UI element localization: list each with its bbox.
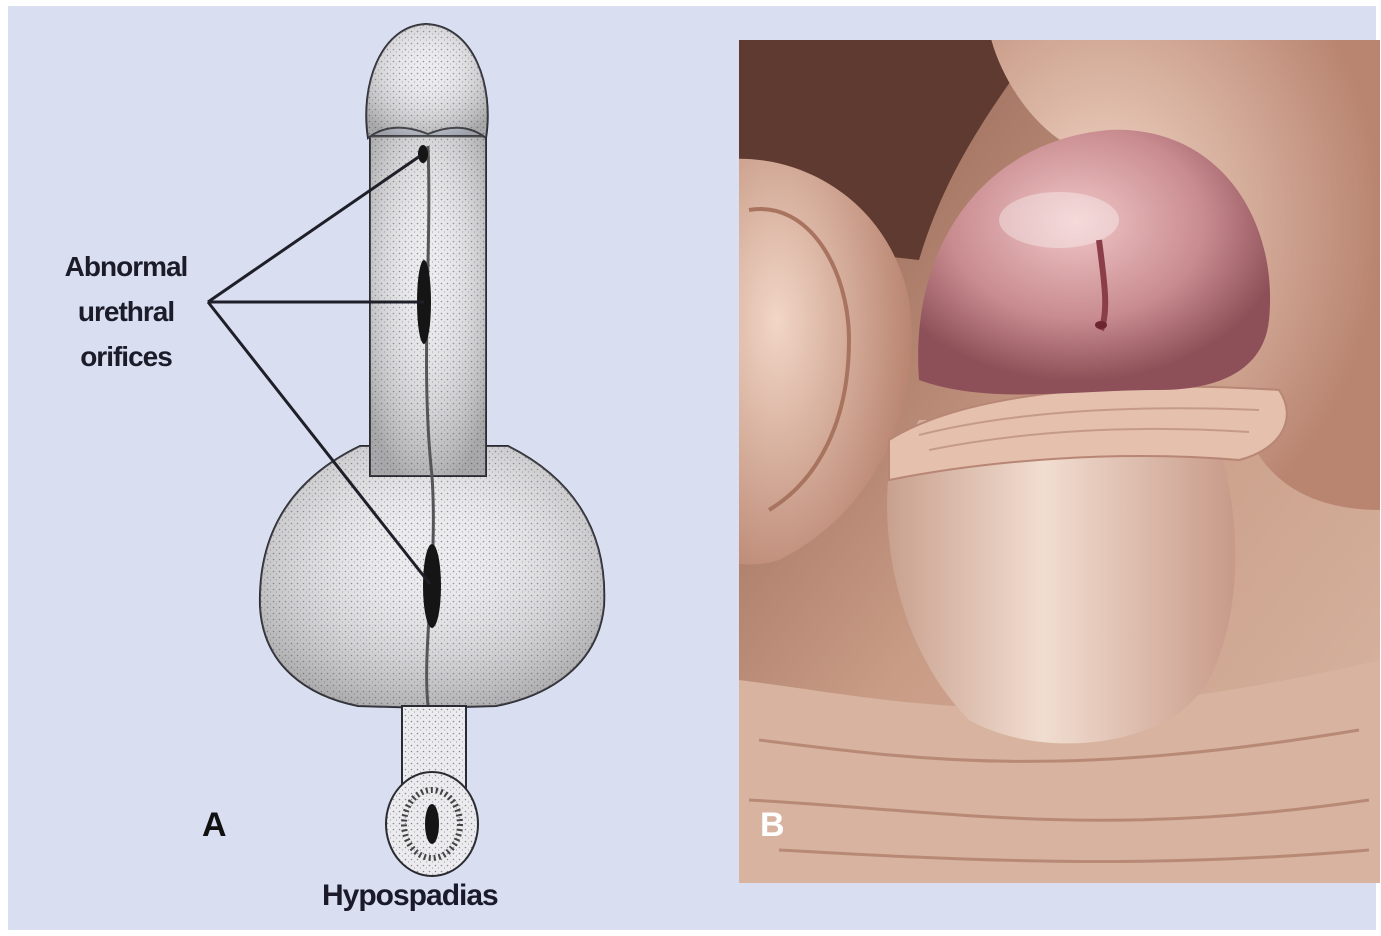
figure-panel: Abnormal urethral orifices A Hypospadias (8, 6, 1376, 930)
callout-line-2: urethral (26, 289, 226, 334)
orifice-glans (418, 145, 428, 163)
callout-line-3: orifices (26, 334, 226, 379)
clinical-photo (739, 40, 1380, 883)
callout-abnormal-urethral-orifices: Abnormal urethral orifices (26, 244, 226, 379)
panel-label-b: B (760, 806, 785, 845)
figure-caption: Hypospadias (322, 879, 498, 913)
panel-label-a: A (202, 806, 227, 845)
hypospadias-illustration (8, 6, 728, 930)
orifice-scrotal (423, 544, 441, 628)
callout-line-1: Abnormal (26, 244, 226, 289)
